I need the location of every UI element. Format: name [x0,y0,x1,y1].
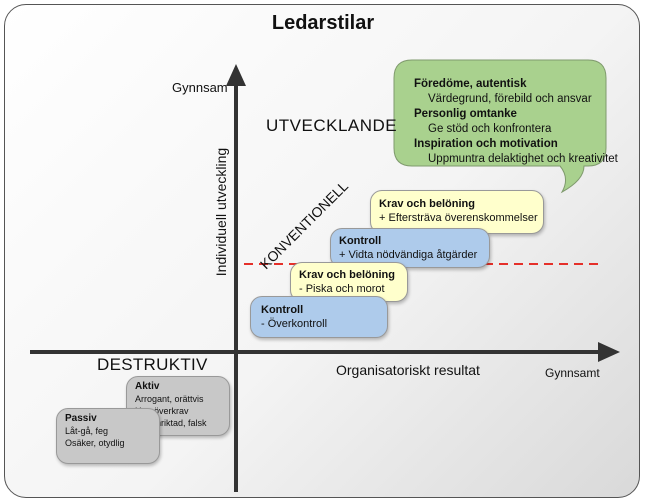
kontroll-plus-text: + Vidta nödvändiga åtgärder [339,249,478,261]
passiv-line-2: Osäker, otydlig [65,438,125,448]
aktiv-title: Aktiv [135,381,160,392]
y-axis-arrowhead [226,64,246,86]
y-top-label: Gynnsam [172,80,228,95]
kontroll-plus-title: Kontroll [339,235,382,247]
zone-destruktiv: DESTRUKTIV [97,355,208,374]
x-right-label: Gynnsamt [545,366,600,380]
krav-minus-title: Krav och belöning [299,269,395,281]
aktiv-line-1: Arrogant, orättvis [135,394,204,404]
krav-minus-text: - Piska och morot [299,283,385,295]
aktiv-line-3: Ego-inriktad, falsk [135,418,207,428]
box-passiv: Passiv Låt-gå, feg Osäker, otydlig [56,408,160,464]
y-axis-label: Individuell utveckling [213,148,229,276]
zone-utvecklande: UTVECKLANDE [266,116,398,135]
box-kontroll-plus: Kontroll + Vidta nödvändiga åtgärder [330,228,490,268]
utv-line-3: Personlig omtanke [414,108,517,120]
utv-line-6: Uppmuntra delaktighet och kreativitet [428,153,618,165]
x-axis-arrowhead [598,342,620,362]
kontroll-minus-title: Kontroll [261,304,304,316]
box-krav-minus: Krav och belöning - Piska och morot [290,262,408,302]
diagram-title: Ledarstilar [271,12,375,34]
aktiv-line-2: Hot, överkrav [135,406,189,416]
passiv-line-1: Låt-gå, feg [65,426,109,436]
utvecklande-bubble [393,59,607,194]
x-axis-label: Organisatoriskt resultat [336,362,480,378]
krav-plus-title: Krav och belöning [379,198,475,210]
krav-plus-text: + Eftersträva överenskommelser [379,212,538,224]
kontroll-minus-text: - Överkontroll [261,318,328,330]
utvecklande-text: Föredöme, autentisk Värdegrund, förebild… [414,77,618,167]
utv-line-1: Föredöme, autentisk [414,78,527,90]
passiv-title: Passiv [65,413,97,424]
utv-line-5: Inspiration och motivation [414,138,558,150]
utv-line-4: Ge stöd och konfrontera [428,123,552,135]
utv-line-2: Värdegrund, förebild och ansvar [428,93,592,105]
box-krav-plus: Krav och belöning + Eftersträva överensk… [370,190,544,234]
box-kontroll-minus: Kontroll - Överkontroll [250,296,388,338]
